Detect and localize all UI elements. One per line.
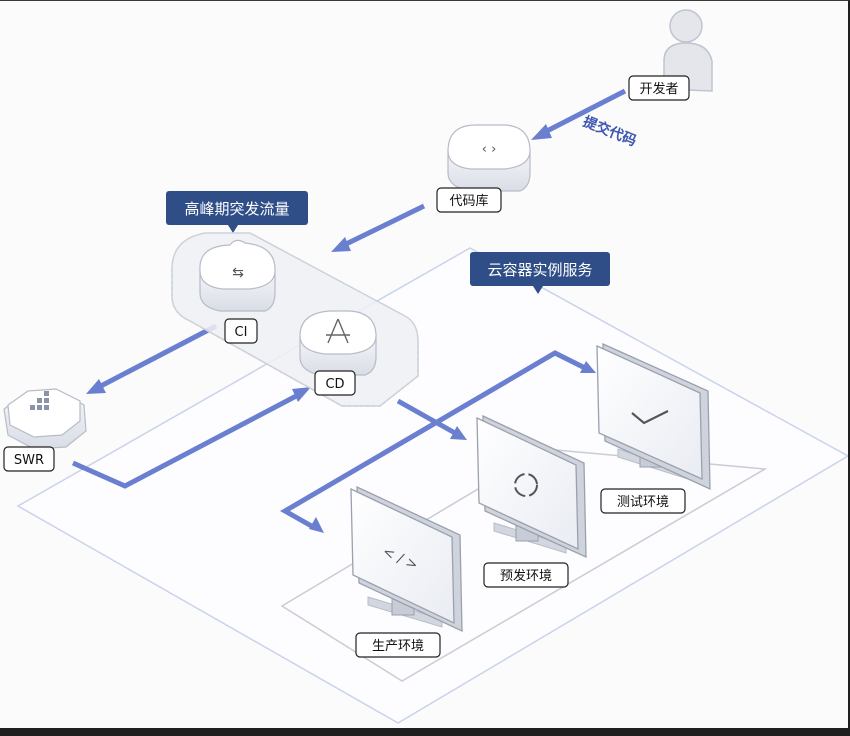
window-bottom-edge — [0, 728, 850, 736]
peak-traffic-callout: 高峰期突发流量 — [166, 191, 308, 233]
pre-monitor-icon — [476, 414, 587, 559]
flow-swr-to-cd — [71, 387, 311, 489]
prod-monitor-icon: < / > — [350, 485, 463, 633]
cd-text: CD — [325, 377, 344, 392]
cd-icon — [299, 310, 377, 376]
flow-cd-to-pre — [396, 398, 467, 440]
prod-env-text: 生产环境 — [372, 639, 424, 654]
swr-label: SWR — [3, 446, 55, 472]
ci-label: CI — [224, 318, 258, 344]
cd-label: CD — [314, 370, 356, 396]
commit-label: 提交代码 — [581, 113, 639, 150]
peak-traffic-text: 高峰期突发流量 — [184, 200, 289, 218]
cloud-container-callout: 云容器实例服务 — [470, 252, 610, 294]
developer-label: 开发者 — [628, 75, 690, 101]
flow-commit — [531, 88, 627, 140]
flow-repo-to-ci — [331, 203, 426, 252]
cloud-container-text: 云容器实例服务 — [487, 261, 592, 279]
merge-arrows-icon: ⇆ — [232, 265, 244, 281]
pre-env-text: 预发环境 — [500, 568, 552, 584]
ci-text: CI — [235, 325, 248, 340]
repo-label: 代码库 — [436, 187, 502, 213]
test-monitor-icon — [596, 342, 711, 491]
code-bracket-icon: ‹ › — [482, 142, 497, 157]
flow-cd-to-prod-and-test — [279, 350, 596, 533]
flow-ci-to-swr — [86, 323, 218, 394]
test-env-label: 测试环境 — [600, 488, 686, 514]
test-env-text: 测试环境 — [617, 495, 669, 510]
swr-icon — [3, 388, 87, 450]
ci-icon: ⇆ — [199, 239, 276, 312]
developer-text: 开发者 — [639, 81, 678, 97]
prod-env-label: 生产环境 — [355, 632, 441, 658]
repo-text: 代码库 — [449, 193, 488, 209]
pre-env-label: 预发环境 — [483, 562, 569, 588]
repo-icon: ‹ › — [447, 124, 531, 192]
swr-text: SWR — [14, 453, 44, 468]
